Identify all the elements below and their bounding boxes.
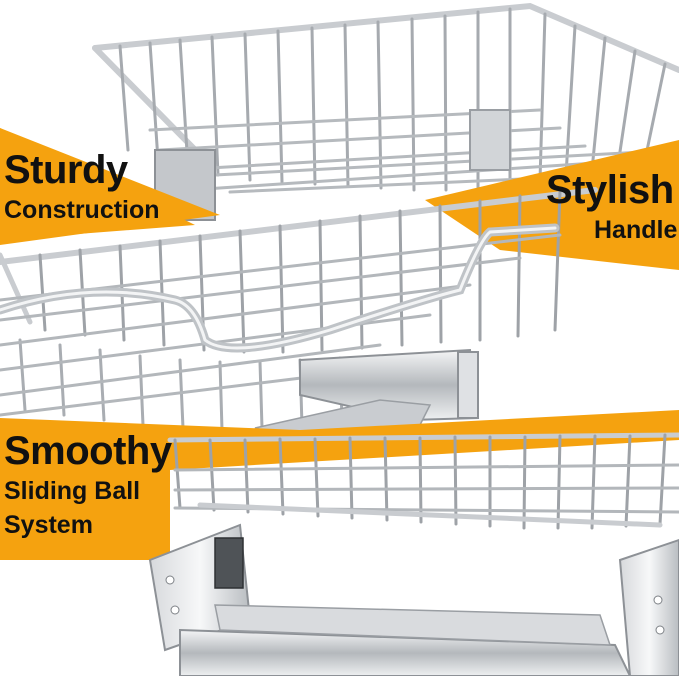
sturdy-subtitle: Construction [4, 196, 160, 224]
bottom-basket [167, 432, 679, 530]
stylish-title: Stylish [546, 168, 674, 212]
bottom-slide-frame [148, 523, 679, 676]
stylish-subtitle: Handle [594, 216, 678, 244]
smoothy-line-1: Sliding Ball [4, 477, 141, 505]
middle-slide-rail [299, 348, 480, 422]
top-basket [92, 2, 679, 194]
smoothy-title: Smoothy [4, 429, 172, 473]
sturdy-title: Sturdy [4, 148, 128, 192]
smoothy-line-2: System [4, 511, 93, 539]
